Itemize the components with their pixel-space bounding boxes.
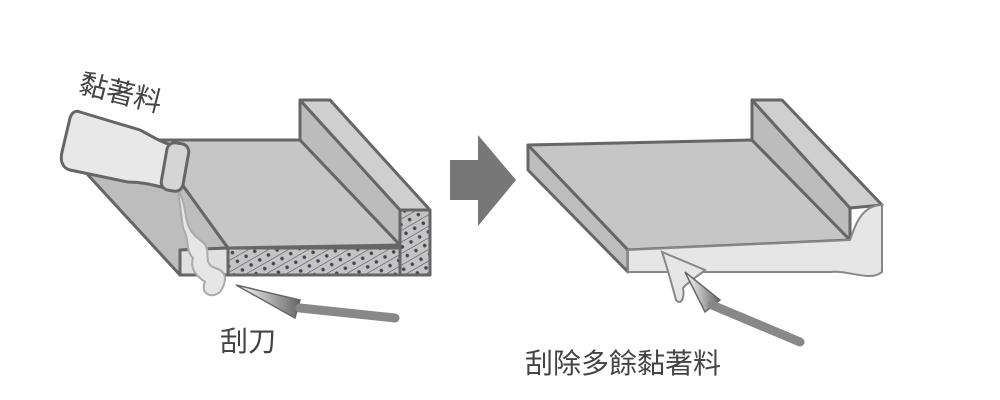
right-glue-edge [627, 203, 883, 277]
scraper-label: 刮刀 [220, 325, 277, 358]
right-slab [526, 98, 884, 274]
left-slab-section [226, 246, 402, 277]
arrow-right-icon [450, 135, 516, 226]
excess-glue [660, 250, 707, 303]
scraper-icon [235, 284, 400, 323]
left-wall-section [398, 208, 432, 277]
remove-excess-label: 刮除多餘黏著料 [525, 347, 722, 380]
glue-flow [177, 189, 226, 297]
scraper-right-icon [684, 271, 805, 347]
left-slab [86, 98, 432, 277]
adhesive-bottle-icon [59, 109, 191, 193]
